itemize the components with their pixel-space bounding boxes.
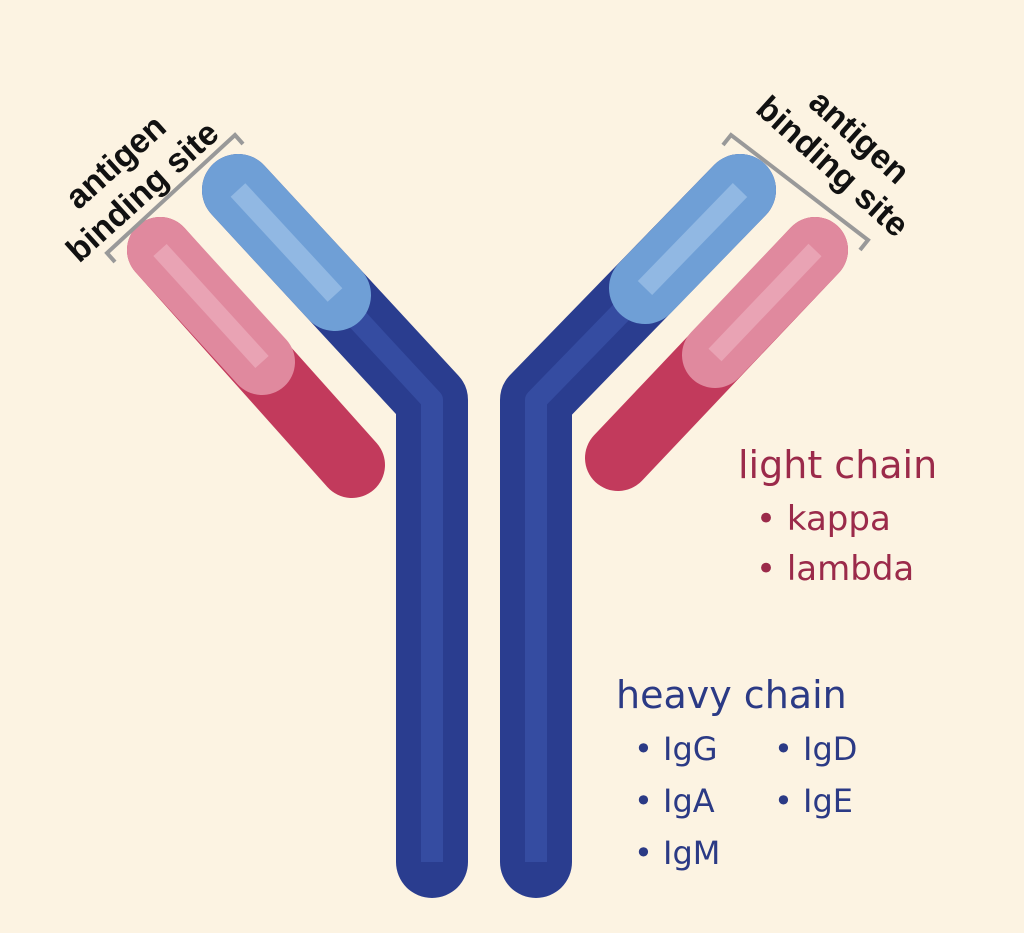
heavy-chain-title: heavy chain	[616, 673, 847, 717]
heavy-chain-igg: • IgG	[634, 730, 718, 768]
light-chain-title: light chain	[738, 443, 937, 487]
left-binding-site-bracket	[104, 132, 245, 264]
right-light-chain	[585, 217, 848, 491]
heavy-chain-ige: • IgE	[774, 782, 853, 820]
light-chain-kappa: • kappa	[756, 499, 891, 539]
light-chain-lambda: • lambda	[756, 549, 914, 589]
heavy-chain-iga: • IgA	[634, 782, 715, 820]
heavy-chain-igm: • IgM	[634, 834, 720, 872]
left-heavy-chain	[202, 154, 468, 898]
left-light-chain	[127, 217, 385, 498]
right-binding-site-bracket	[721, 132, 871, 252]
right-binding-site-label: antigen binding site	[749, 83, 917, 245]
heavy-chain-igd: • IgD	[774, 730, 857, 768]
heavy-chain-legend: heavy chain • IgG • IgD • IgA • IgE • Ig…	[616, 673, 857, 872]
light-chain-legend: light chain • kappa • lambda	[738, 443, 937, 589]
right-heavy-chain	[500, 154, 776, 898]
